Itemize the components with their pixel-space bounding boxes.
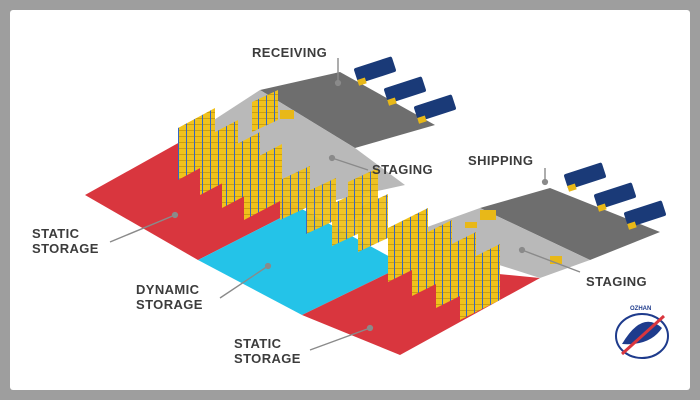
- rack-group-left: [178, 90, 282, 220]
- leader-dot: [518, 246, 526, 254]
- forklift-icon: [480, 210, 496, 220]
- label-static-storage-bottom-line1: STATIC: [234, 336, 282, 351]
- truck-icon: [414, 94, 456, 124]
- truck-icon: [384, 76, 426, 106]
- leader-dot: [328, 154, 336, 162]
- rack-group-right: [388, 208, 500, 320]
- rack: [460, 244, 500, 320]
- label-dynamic-storage-line2: STORAGE: [136, 297, 203, 312]
- leader-static-left: [109, 214, 176, 243]
- logo-text: OZHAN: [630, 306, 651, 312]
- label-dynamic-storage: DYNAMIC STORAGE: [136, 282, 203, 312]
- dynamic-storage-zone: [198, 208, 405, 315]
- leader-staging-right: [521, 249, 581, 273]
- ozhan-logo-icon: OZHAN: [615, 306, 669, 359]
- static-storage-zone-left: [85, 142, 300, 260]
- label-receiving: RECEIVING: [252, 45, 327, 60]
- label-dynamic-storage-line1: DYNAMIC: [136, 282, 200, 297]
- leader-lines: [109, 58, 581, 351]
- warehouse-diagram-frame: RECEIVING STAGING SHIPPING STAGING STATI…: [10, 10, 690, 390]
- pallet: [465, 222, 477, 228]
- rack: [244, 144, 282, 220]
- label-staging-right: STAGING: [586, 274, 647, 289]
- label-static-storage-left-line1: STATIC: [32, 226, 80, 241]
- leader-dot: [541, 178, 549, 186]
- truck-icon: [354, 56, 396, 86]
- leader-static-bottom: [309, 327, 371, 351]
- receiving-zone: [260, 72, 435, 148]
- rack-group-dynamic: [280, 166, 388, 252]
- forklift-icon: [550, 256, 562, 264]
- leader-dot: [171, 211, 179, 219]
- rack: [252, 90, 278, 132]
- truck-icon: [594, 182, 636, 212]
- rack: [280, 166, 310, 220]
- leader-dynamic: [219, 265, 269, 299]
- forklift-icon: [280, 110, 294, 119]
- label-staging-top: STAGING: [372, 162, 433, 177]
- label-static-storage-left-line2: STORAGE: [32, 241, 99, 256]
- label-static-storage-left: STATIC STORAGE: [32, 226, 99, 256]
- rack: [306, 178, 336, 234]
- rack: [358, 194, 388, 252]
- label-shipping: SHIPPING: [468, 153, 533, 168]
- warehouse-layout-diagram: RECEIVING STAGING SHIPPING STAGING STATI…: [32, 45, 669, 366]
- shipping-zone: [480, 188, 660, 260]
- label-static-storage-bottom-line2: STORAGE: [234, 351, 301, 366]
- staging-zone-top: [180, 90, 405, 208]
- leader-dot: [334, 79, 342, 87]
- label-static-storage-bottom: STATIC STORAGE: [234, 336, 301, 366]
- leader-dot: [264, 262, 272, 270]
- truck-icon: [624, 200, 666, 230]
- leader-dot: [366, 324, 374, 332]
- truck-icon: [564, 162, 606, 192]
- leader-staging-top: [331, 157, 369, 171]
